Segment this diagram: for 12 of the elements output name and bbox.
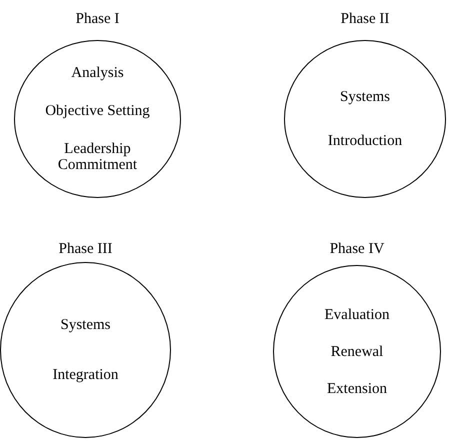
phase-heading: Phase IV <box>328 240 386 258</box>
step-text: Systems Introduction <box>326 88 404 151</box>
phase-heading: Phase III <box>58 240 114 258</box>
step-text: Evaluation <box>324 306 390 322</box>
step-text: Analysis <box>71 65 124 81</box>
step-text: Extension <box>327 380 387 396</box>
phase-heading: Phase I <box>74 10 120 28</box>
step-text: Objective Setting <box>45 103 150 119</box>
step-text: Renewal <box>330 344 384 360</box>
phase-heading: Phase II <box>340 10 390 28</box>
step-text: Systems Integration <box>52 316 120 385</box>
step-text: Leadership Commitment <box>56 141 138 173</box>
